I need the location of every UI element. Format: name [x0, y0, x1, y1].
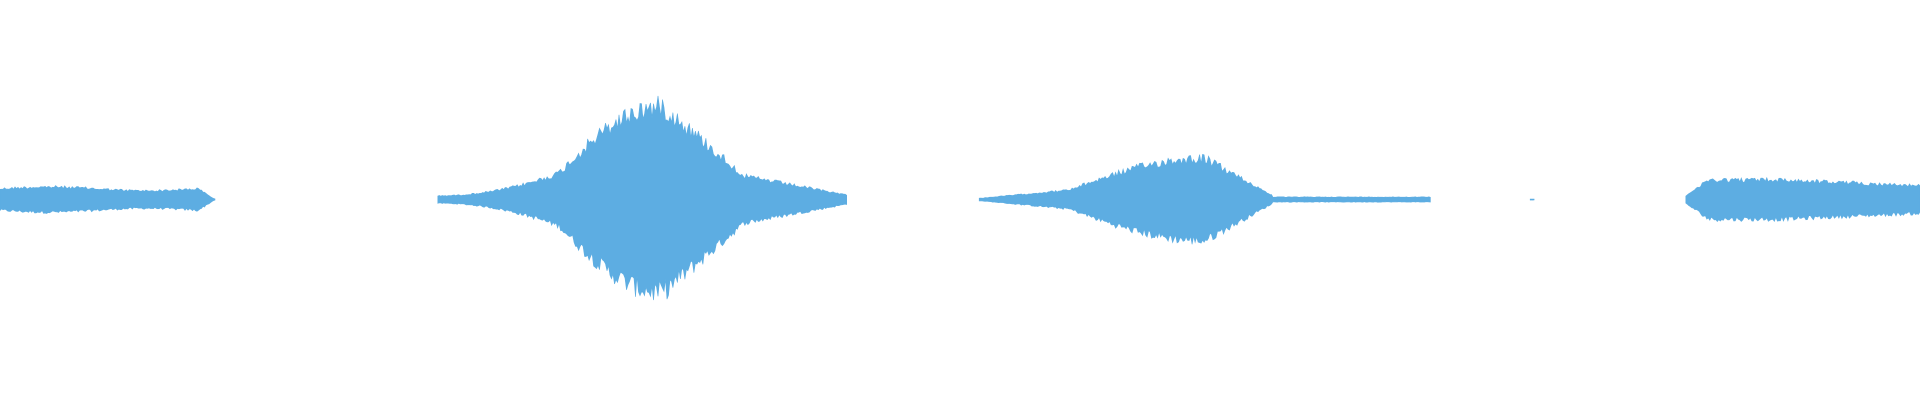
waveform-segment-4 — [1529, 198, 1535, 201]
waveform-segment-3 — [978, 153, 1431, 245]
waveform-segment-2 — [437, 95, 847, 301]
waveform-segment-1 — [0, 185, 216, 214]
waveform-segments — [0, 95, 1920, 301]
waveform-segment-5 — [1685, 176, 1920, 223]
